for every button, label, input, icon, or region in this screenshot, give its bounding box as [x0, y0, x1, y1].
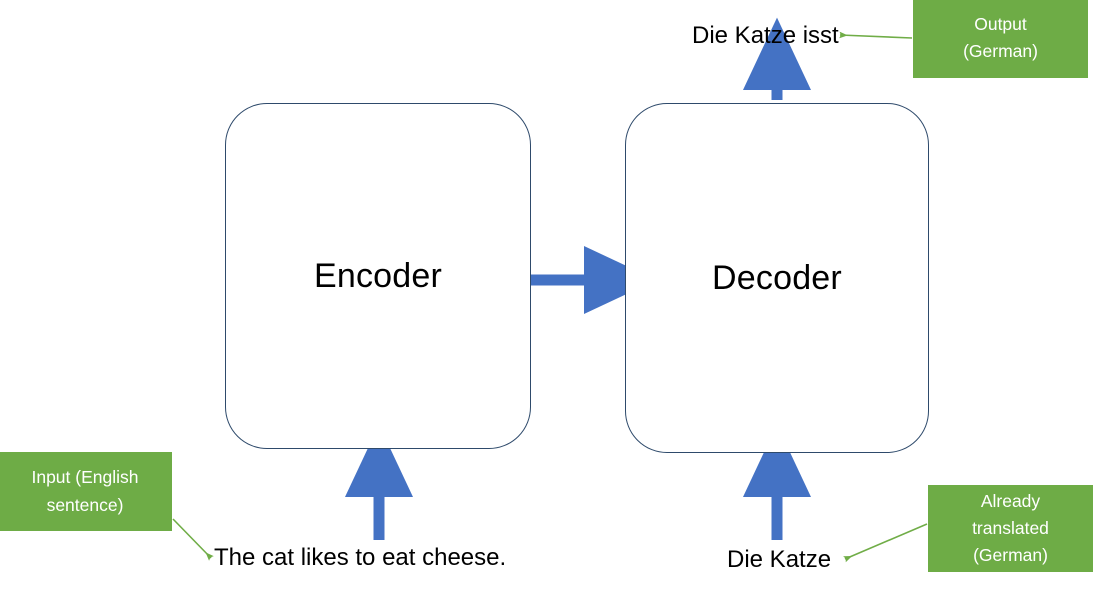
already-callout-line-1: Already — [980, 490, 1041, 511]
german-partial-text: Die Katze — [727, 546, 832, 573]
arrow-already-callout-pointer — [843, 523, 928, 563]
encoder-box[interactable]: Encoder — [225, 103, 531, 449]
english-sentence-text: The cat likes to eat cheese. — [214, 544, 507, 571]
input-callout-line-2: sentence) — [46, 494, 124, 515]
already-callout-line-2: translated — [972, 517, 1049, 538]
german-output-text: Die Katze isst — [692, 22, 839, 49]
arrow-input-callout-pointer — [172, 518, 214, 561]
input-callout-box[interactable]: Input (English sentence) — [0, 452, 172, 531]
encoder-label: Encoder — [313, 256, 443, 295]
output-callout-line-1: Output — [974, 13, 1027, 34]
already-callout-line-3: (German) — [973, 545, 1048, 566]
decoder-label: Decoder — [712, 258, 842, 297]
input-callout-line-1: Input (English — [31, 467, 139, 488]
output-callout-box[interactable]: Output (German) — [913, 0, 1088, 78]
already-translated-callout-box[interactable]: Already translated (German) — [928, 485, 1093, 572]
output-callout-line-2: (German) — [963, 41, 1038, 61]
arrow-output-callout-pointer — [839, 31, 913, 39]
decoder-box[interactable]: Decoder — [625, 103, 929, 453]
